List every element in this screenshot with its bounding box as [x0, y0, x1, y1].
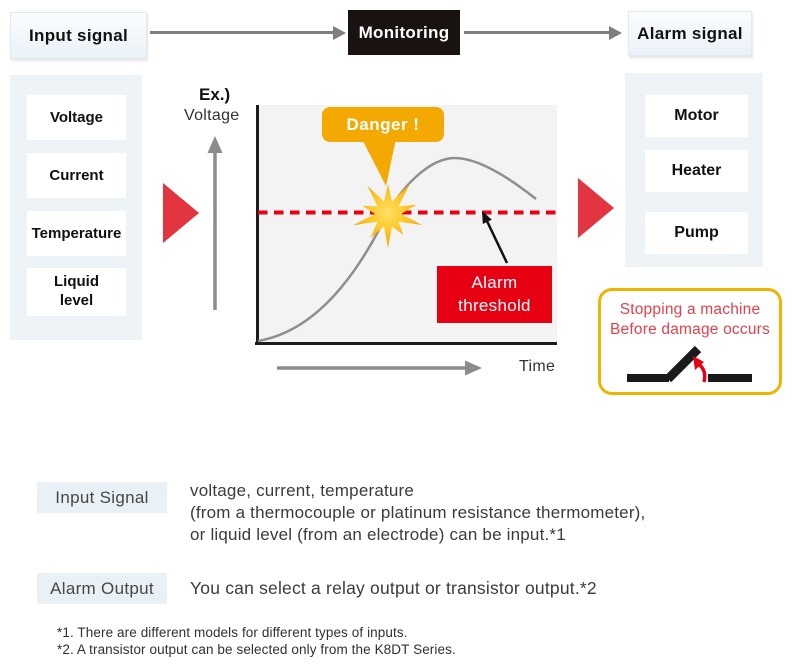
stopping-machine-text: Stopping a machine Before damage occurs	[601, 291, 779, 340]
flow-arrow-2-line	[464, 31, 612, 34]
alarm-threshold-line1: Alarm	[471, 272, 518, 292]
monitoring-box: Monitoring	[348, 10, 460, 55]
input-signal-detail-line2: (from a thermocouple or platinum resista…	[190, 503, 646, 522]
input-signal-box: Input signal	[10, 12, 147, 59]
x-axis-label: Time	[519, 358, 556, 375]
alarm-output-detail-text: You can select a relay output or transis…	[190, 578, 597, 598]
output-item-motor-label: Motor	[674, 107, 719, 124]
monitoring-label: Monitoring	[358, 22, 450, 42]
threshold-pointer-line	[484, 218, 509, 264]
input-item-liquid-level: Liquid level	[27, 268, 126, 316]
input-item-voltage: Voltage	[27, 95, 126, 140]
input-signal-detail-line1: voltage, current, temperature	[190, 481, 415, 500]
alarm-signal-box: Alarm signal	[628, 11, 752, 56]
input-item-current: Current	[27, 153, 126, 198]
alarm-threshold-line2: threshold	[458, 295, 531, 315]
time-axis-arrow-head-icon	[465, 360, 482, 376]
input-signal-detail-label-text: Input Signal	[55, 487, 149, 507]
danger-callout-label: Danger !	[346, 114, 420, 134]
input-examples-panel: Voltage Current Temperature Liquid level	[10, 75, 142, 340]
right-red-arrow-icon	[578, 178, 614, 238]
stopping-note-line2: Before damage occurs	[610, 321, 770, 338]
stopping-machine-note: Stopping a machine Before damage occurs	[598, 288, 782, 395]
left-red-arrow-icon	[163, 183, 199, 243]
example-prefix-label: Ex.)	[199, 85, 231, 104]
output-item-motor: Motor	[645, 95, 748, 137]
input-item-temperature-label: Temperature	[31, 225, 122, 242]
footnote-1: *1. There are different models for diffe…	[57, 625, 408, 640]
flow-arrow-1-head-icon	[333, 25, 346, 40]
footnote-2: *2. A transistor output can be selected …	[57, 641, 456, 657]
stopping-note-line1: Stopping a machine	[619, 301, 761, 318]
input-signal-detail-label: Input Signal	[37, 482, 167, 513]
input-item-temperature: Temperature	[27, 211, 126, 256]
voltage-axis-arrow-head-icon	[207, 136, 223, 153]
danger-bubble-tail-icon	[362, 139, 396, 186]
alarm-output-detail-label-text: Alarm Output	[50, 578, 154, 598]
relay-switch-icon	[627, 345, 752, 383]
flow-arrow-2-head-icon	[609, 25, 622, 40]
flow-arrow-1-line	[150, 31, 336, 34]
alarm-output-detail-label: Alarm Output	[37, 573, 167, 604]
input-item-voltage-label: Voltage	[49, 109, 104, 126]
output-item-heater: Heater	[645, 150, 748, 192]
output-examples-panel: Motor Heater Pump	[625, 73, 763, 267]
input-signal-detail-line3: or liquid level (from an electrode) can …	[190, 525, 566, 544]
input-signal-label: Input signal	[29, 25, 128, 45]
output-item-heater-label: Heater	[671, 162, 722, 179]
alarm-threshold-box: Alarm threshold	[437, 266, 552, 323]
danger-starburst-icon	[352, 183, 423, 248]
output-item-pump: Pump	[645, 212, 748, 254]
footnotes: *1. There are different models for diffe…	[57, 625, 456, 658]
input-signal-detail-text: voltage, current, temperature (from a th…	[190, 480, 645, 546]
input-item-liquid-level-label: Liquid level	[54, 273, 99, 309]
input-item-current-label: Current	[49, 167, 104, 184]
output-item-pump-label: Pump	[674, 224, 719, 241]
threshold-pointer-head-icon	[482, 211, 492, 224]
y-axis-label: Voltage	[184, 107, 240, 124]
alarm-signal-label: Alarm signal	[637, 23, 743, 43]
danger-callout: Danger !	[322, 107, 444, 142]
